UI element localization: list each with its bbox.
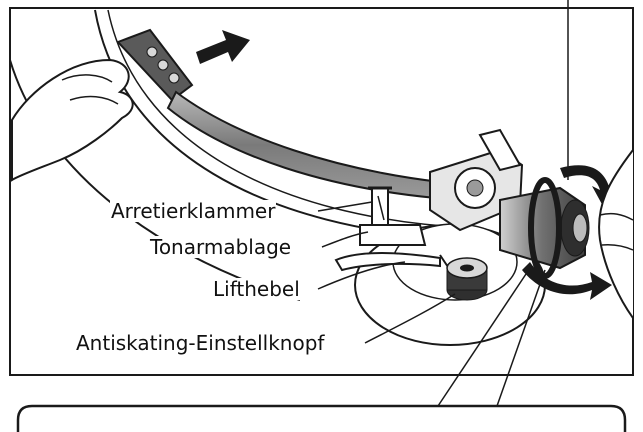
counterweight-ring bbox=[528, 177, 562, 279]
counterweight bbox=[499, 177, 590, 279]
platter-inner-arc bbox=[107, 9, 473, 229]
leader-lifthebel bbox=[317, 261, 406, 290]
label-lifthebel: Lifthebel bbox=[212, 277, 301, 301]
tonearm-tube bbox=[166, 90, 442, 200]
hand-left bbox=[11, 58, 134, 182]
lift-lever bbox=[334, 252, 441, 272]
label-tonarmablage: Tonarmablage bbox=[149, 235, 293, 259]
callout-line-left bbox=[437, 267, 531, 407]
leader-tonarmablage bbox=[321, 231, 369, 248]
leader-antiskating bbox=[364, 293, 456, 344]
hand-right bbox=[598, 149, 634, 319]
label-antiskating: Antiskating-Einstellknopf bbox=[75, 331, 326, 355]
antiskating-knob bbox=[446, 257, 488, 301]
arrest-clamp bbox=[368, 186, 392, 229]
rotation-arrow-bottom bbox=[522, 262, 612, 300]
arm-rest bbox=[359, 224, 427, 246]
callout-box bbox=[16, 404, 627, 432]
label-arretierklammer: Arretierklammer bbox=[110, 199, 277, 223]
headshell bbox=[116, 28, 194, 102]
callout-line-right bbox=[496, 269, 546, 407]
leader-arretierklammer bbox=[317, 201, 373, 212]
direction-arrow bbox=[196, 30, 250, 64]
